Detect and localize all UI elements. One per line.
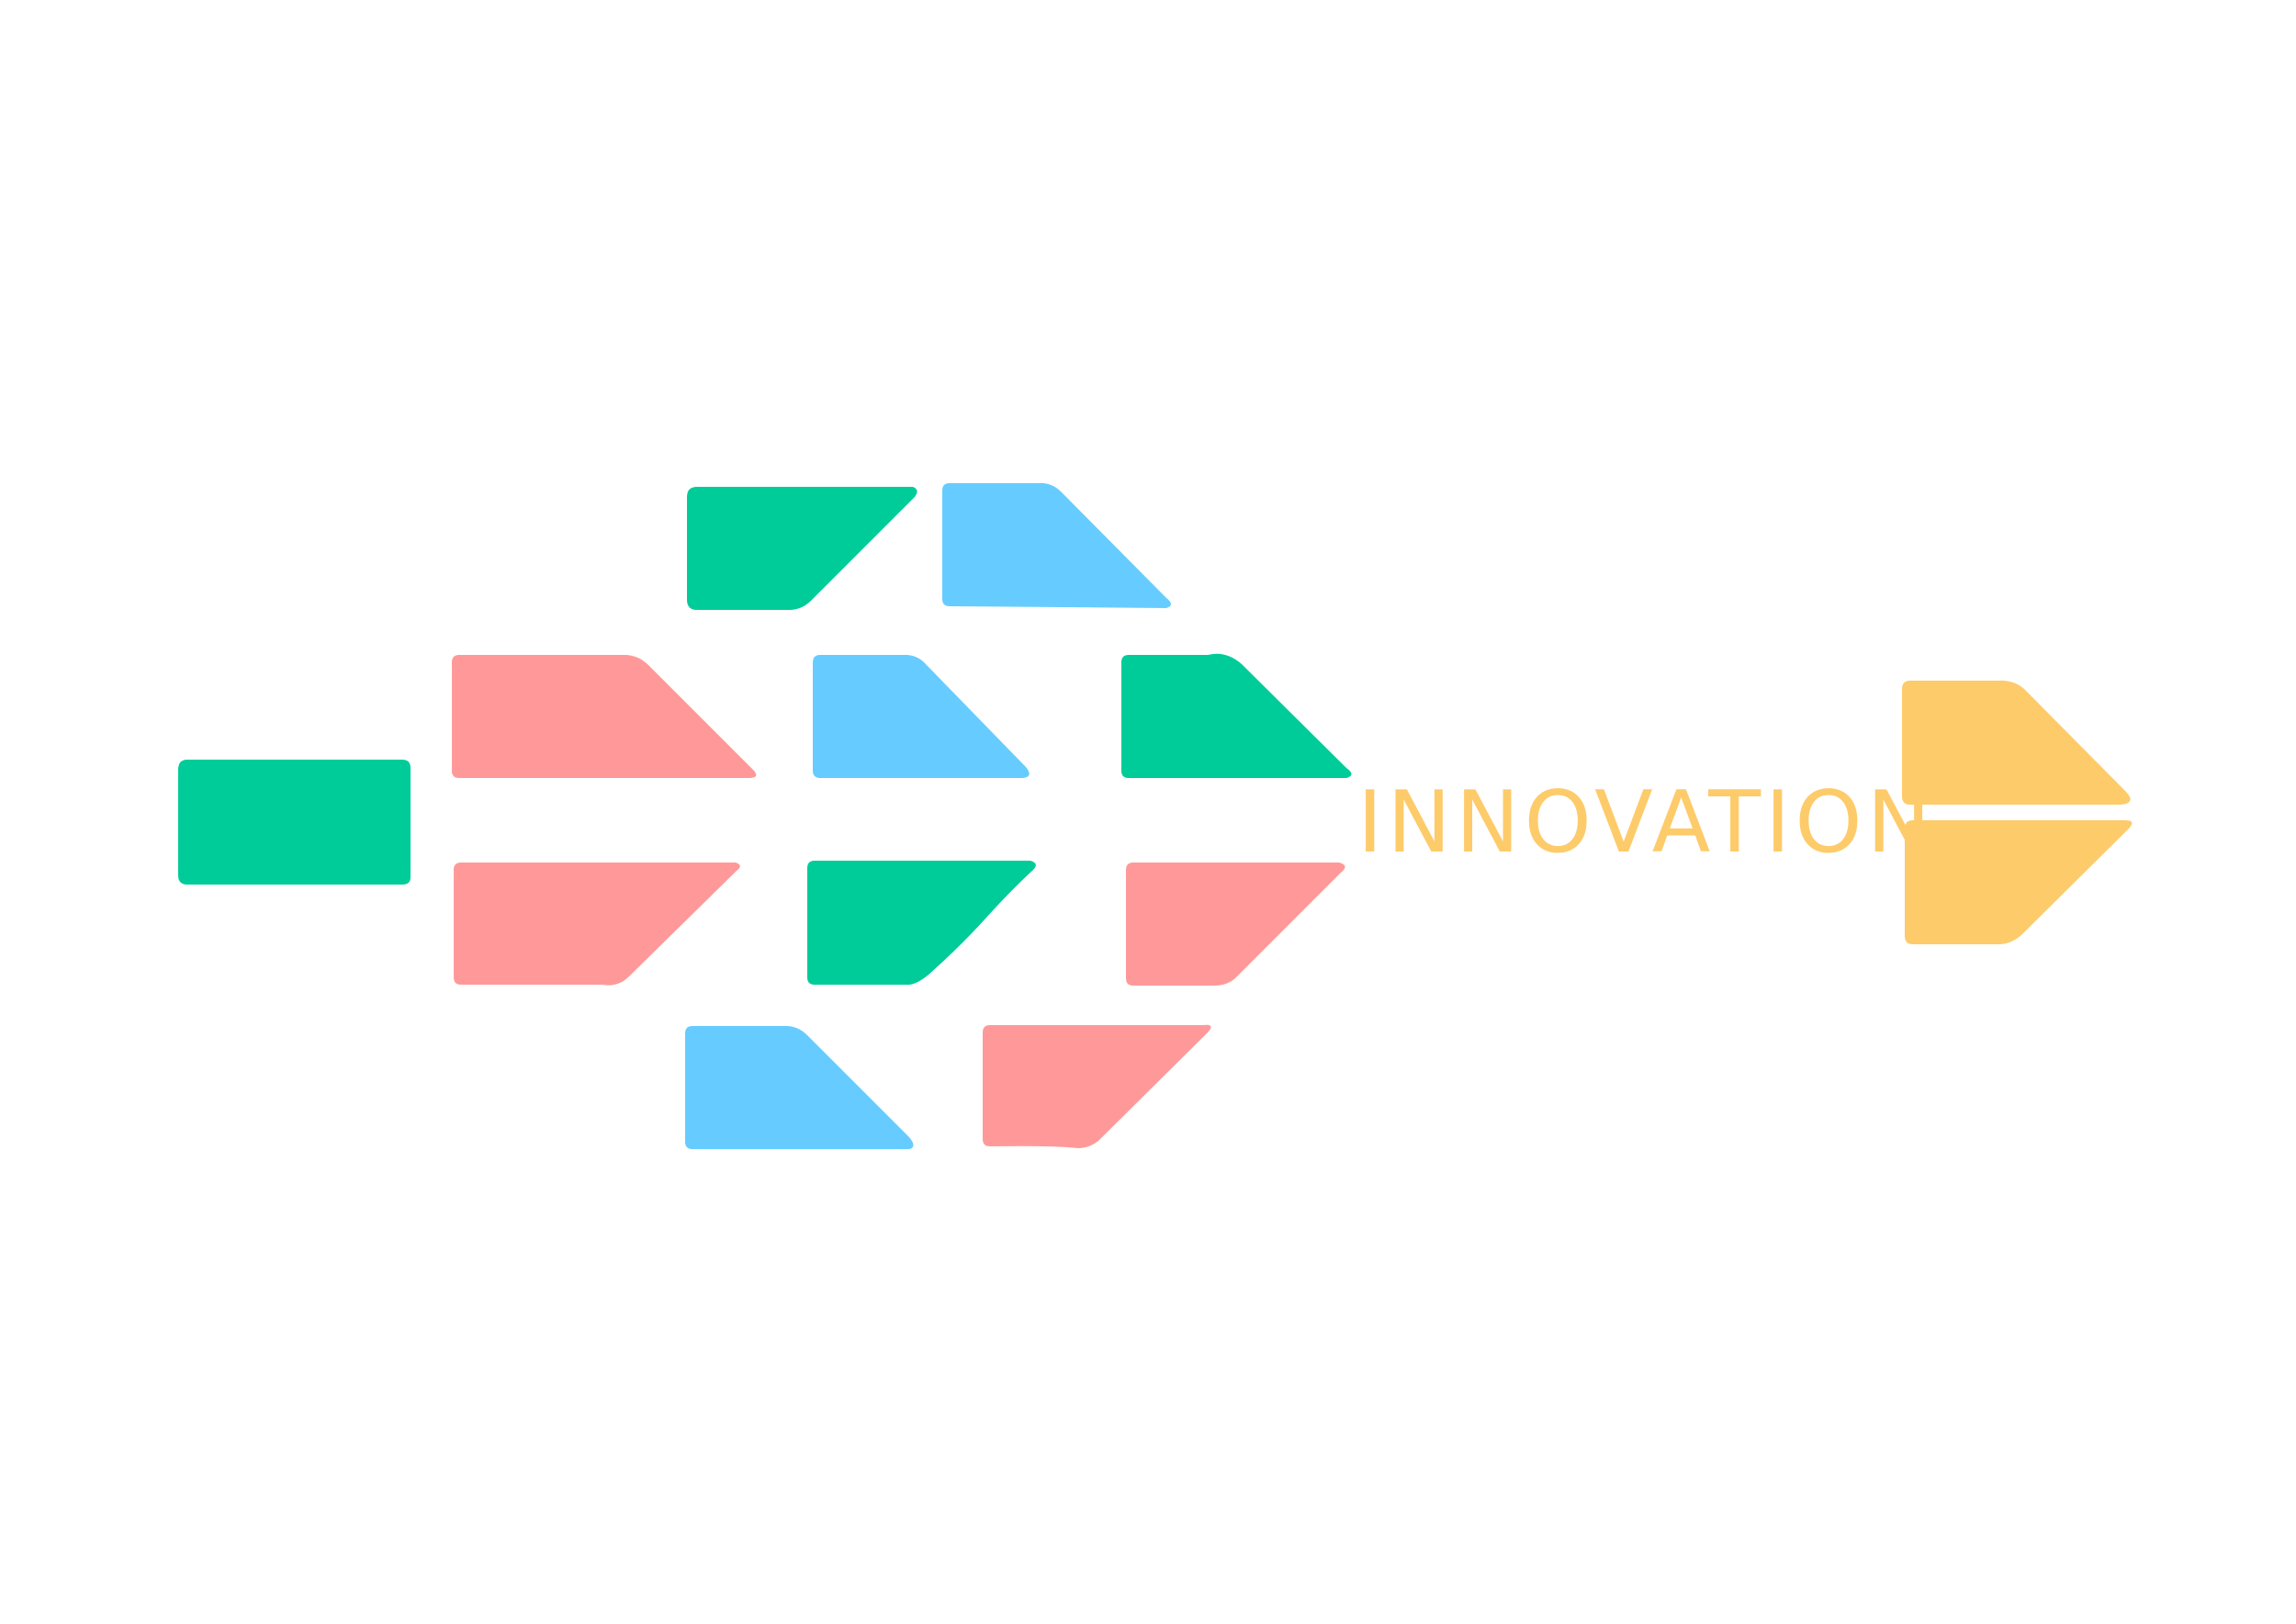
wordmark-text: INNOVATION: [1357, 773, 1935, 872]
block-yellow-upper: [1902, 681, 2131, 805]
block-pink-lower-left: [454, 863, 740, 986]
block-pink-bottom: [983, 1024, 1211, 1148]
block-green-left: [178, 760, 411, 885]
block-pink-lower-right: [1126, 863, 1345, 986]
block-pink-upper-left: [452, 655, 757, 778]
block-green-top: [687, 487, 917, 610]
block-blue-middle: [813, 655, 1030, 778]
block-blue-bottom: [685, 1026, 914, 1149]
block-green-upper-right: [1121, 653, 1352, 778]
block-blue-top: [942, 483, 1171, 608]
block-green-middle: [807, 861, 1036, 986]
block-yellow-lower: [1905, 820, 2133, 944]
